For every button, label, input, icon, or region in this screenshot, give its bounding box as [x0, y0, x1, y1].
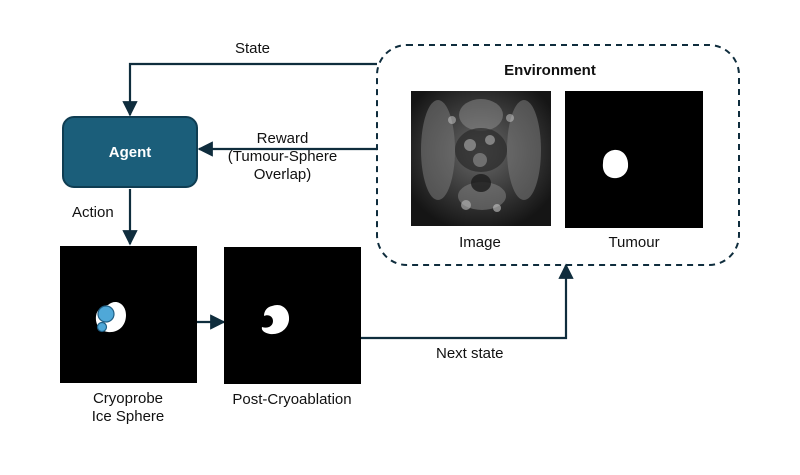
- reward-label-line2: (Tumour-Sphere: [227, 148, 338, 165]
- environment-title: Environment: [504, 62, 596, 79]
- reward-label-line3: Overlap): [253, 166, 312, 183]
- post-cryoablation-image: [224, 247, 361, 384]
- reward-label-line1: Reward: [256, 130, 309, 147]
- reward-label: Reward (Tumour-Sphere Overlap): [225, 130, 340, 184]
- agent-box: Agent: [62, 116, 198, 188]
- post-cryoablation-label: Post-Cryoablation: [232, 391, 352, 408]
- next-state-label: Next state: [436, 345, 504, 362]
- tumour-blob: [602, 149, 629, 179]
- cryoprobe-image: [60, 246, 197, 383]
- action-label: Action: [72, 204, 114, 221]
- cryoprobe-overlay: [95, 301, 126, 333]
- image-label: Image: [459, 234, 501, 251]
- ice-sphere-large: [97, 305, 115, 323]
- cryoprobe-label-line2: Ice Sphere: [91, 408, 165, 425]
- state-label: State: [235, 40, 271, 57]
- agent-label: Agent: [108, 143, 152, 161]
- cryoprobe-label: Cryoprobe Ice Sphere: [73, 390, 183, 426]
- post-cryoablation-remnant: [261, 304, 290, 335]
- tumour-mask-image: [565, 91, 703, 228]
- tumour-label: Tumour: [608, 234, 660, 251]
- next-state-arrow: [361, 263, 574, 340]
- state-arrow: [122, 62, 377, 117]
- environment-container: [376, 44, 740, 266]
- ice-sphere-small: [96, 321, 108, 333]
- cryoprobe-label-line1: Cryoprobe: [92, 390, 164, 407]
- mri-image: [411, 91, 551, 226]
